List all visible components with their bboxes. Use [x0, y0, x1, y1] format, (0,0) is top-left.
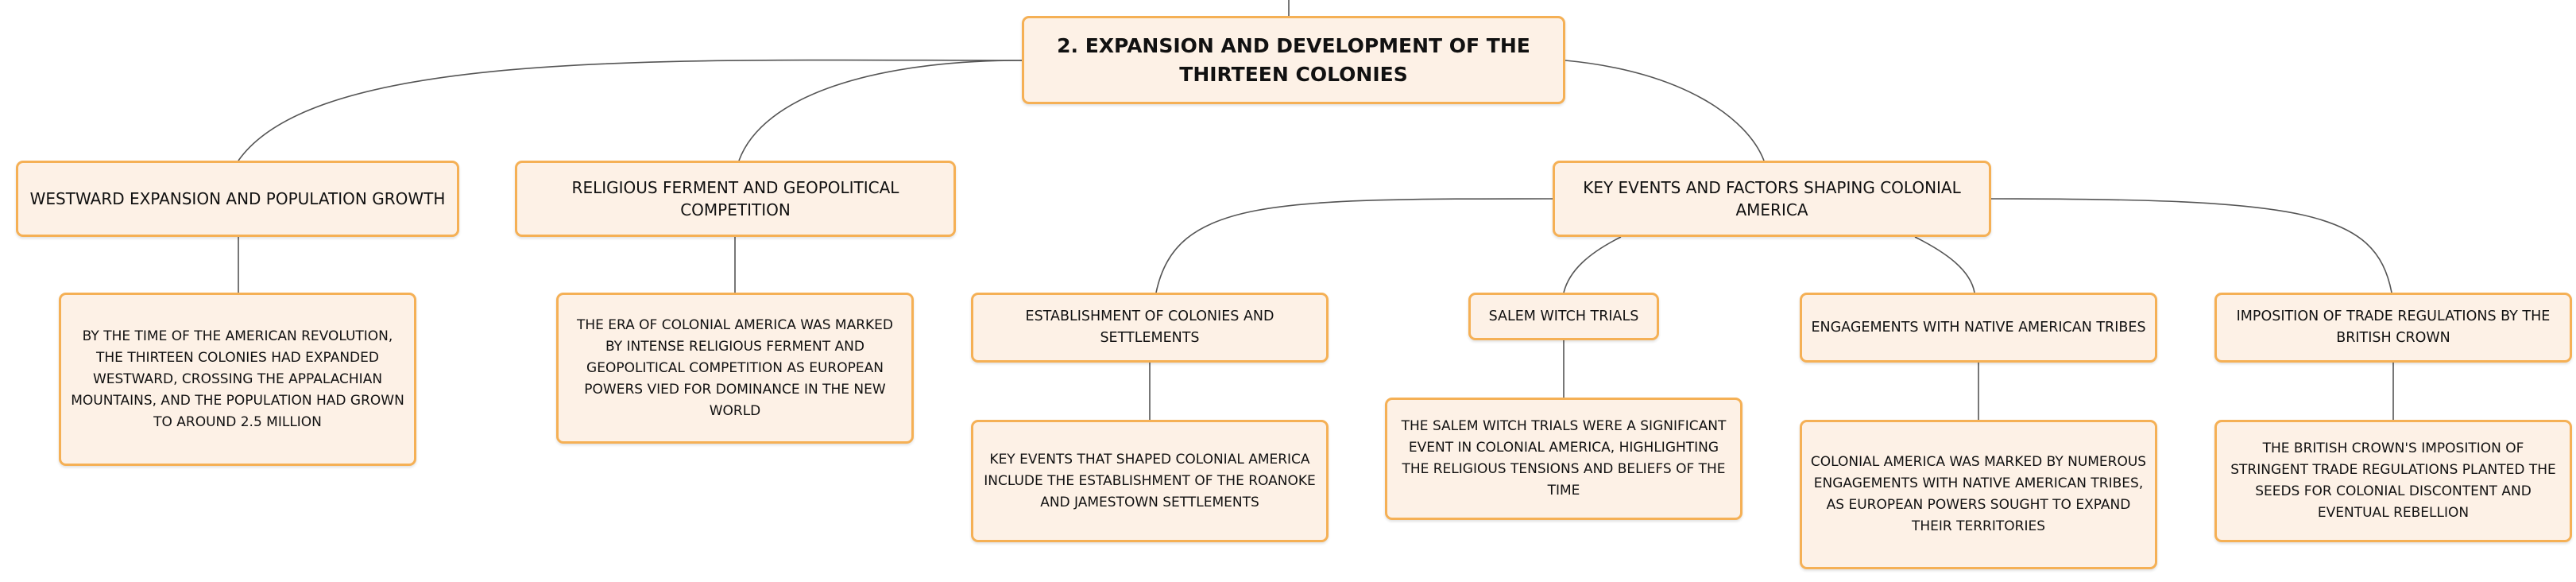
link-key-establishment — [1155, 198, 1553, 293]
detail-salem-witch-trials[interactable]: THE SALEM WITCH TRIALS WERE A SIGNIFICAN… — [1385, 398, 1742, 520]
link-key-trade — [1990, 198, 2392, 293]
topic-label: ESTABLISHMENT OF COLONIES AND SETTLEMENT… — [1025, 308, 1274, 346]
detail-establishment-of-colonies[interactable]: KEY EVENTS THAT SHAPED COLONIAL AMERICA … — [971, 420, 1329, 542]
branch-key-events[interactable]: KEY EVENTS AND FACTORS SHAPING COLONIAL … — [1553, 161, 1991, 237]
link-root-key-events — [1565, 60, 1765, 161]
detail-text: THE ERA OF COLONIAL AMERICA WAS MARKED B… — [576, 316, 894, 419]
detail-text: KEY EVENTS THAT SHAPED COLONIAL AMERICA … — [984, 451, 1316, 510]
link-key-engagements — [1914, 236, 1975, 293]
branch-label: WESTWARD EXPANSION AND POPULATION GROWTH — [29, 189, 446, 208]
detail-text: COLONIAL AMERICA WAS MARKED BY NUMEROUS … — [1810, 454, 2147, 534]
topic-trade-regulations[interactable]: IMPOSITION OF TRADE REGULATIONS BY THE B… — [2214, 293, 2572, 363]
root-label: 2. EXPANSION AND DEVELOPMENT OF THE THIR… — [1057, 33, 1530, 86]
branch-label: RELIGIOUS FERMENT AND GEOPOLITICAL COMPE… — [571, 178, 899, 219]
branch-religious-ferment[interactable]: RELIGIOUS FERMENT AND GEOPOLITICAL COMPE… — [515, 161, 956, 237]
topic-salem-witch-trials[interactable]: SALEM WITCH TRIALS — [1468, 293, 1659, 340]
detail-trade-regulations[interactable]: THE BRITISH CROWN'S IMPOSITION OF STRING… — [2214, 420, 2572, 542]
detail-westward-expansion[interactable]: BY THE TIME OF THE AMERICAN REVOLUTION, … — [59, 293, 416, 466]
branch-westward-expansion[interactable]: WESTWARD EXPANSION AND POPULATION GROWTH — [16, 161, 459, 237]
detail-religious-ferment[interactable]: THE ERA OF COLONIAL AMERICA WAS MARKED B… — [556, 293, 914, 444]
topic-engagements-with-native-tribes[interactable]: ENGAGEMENTS WITH NATIVE AMERICAN TRIBES — [1800, 293, 2157, 363]
detail-text: THE SALEM WITCH TRIALS WERE A SIGNIFICAN… — [1401, 418, 1727, 499]
detail-text: THE BRITISH CROWN'S IMPOSITION OF STRING… — [2230, 440, 2556, 521]
topic-label: ENGAGEMENTS WITH NATIVE AMERICAN TRIBES — [1811, 319, 2146, 336]
topic-establishment-of-colonies[interactable]: ESTABLISHMENT OF COLONIES AND SETTLEMENT… — [971, 293, 1329, 363]
link-root-religious — [738, 60, 1023, 161]
detail-engagements-with-native-tribes[interactable]: COLONIAL AMERICA WAS MARKED BY NUMEROUS … — [1800, 420, 2157, 569]
detail-text: BY THE TIME OF THE AMERICAN REVOLUTION, … — [71, 328, 404, 430]
link-key-salem — [1563, 236, 1622, 293]
link-root-westward — [238, 59, 1023, 161]
topic-label: SALEM WITCH TRIALS — [1488, 308, 1639, 324]
root-node[interactable]: 2. EXPANSION AND DEVELOPMENT OF THE THIR… — [1022, 16, 1565, 104]
branch-label: KEY EVENTS AND FACTORS SHAPING COLONIAL … — [1583, 178, 1961, 219]
topic-label: IMPOSITION OF TRADE REGULATIONS BY THE B… — [2236, 308, 2551, 346]
